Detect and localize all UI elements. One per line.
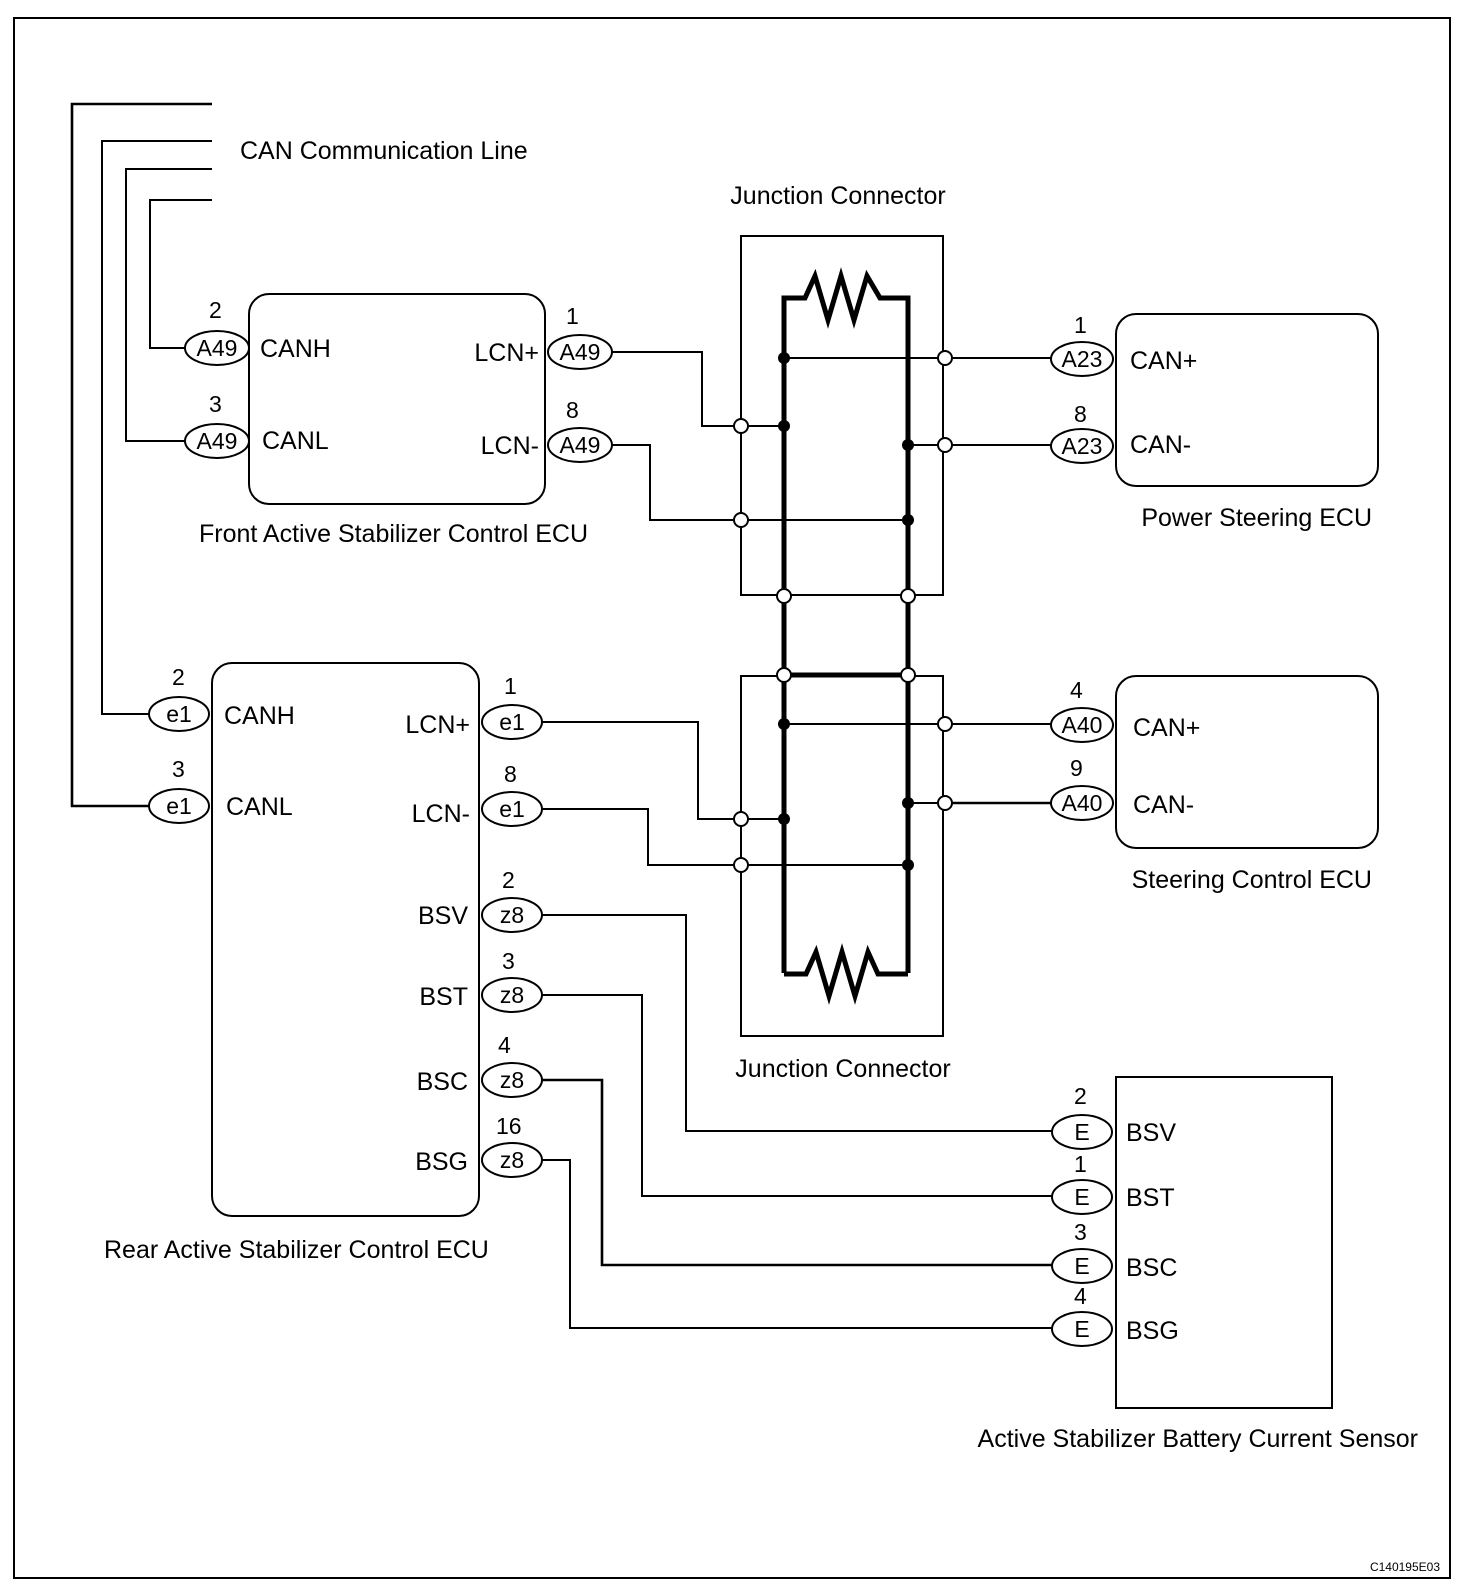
rear-bst-pin: 3: [502, 948, 515, 974]
sc-can-minus-pin: 9: [1070, 755, 1083, 781]
sensor-bsg-pin: 4: [1074, 1283, 1087, 1309]
sc-can-plus-pin: 4: [1070, 677, 1083, 703]
ps-can-minus-pin: 8: [1074, 401, 1087, 427]
rear-ecu-name: Rear Active Stabilizer Control ECU: [104, 1236, 489, 1264]
sc-can-minus-connector: A40: [1062, 790, 1103, 816]
sc-can-plus-label: CAN+: [1133, 714, 1200, 742]
figure-code: C140195E03: [1370, 1560, 1440, 1574]
sensor-bsc-connector: E: [1074, 1253, 1089, 1279]
sensor-bsv-label: BSV: [1126, 1119, 1176, 1147]
junction-connector-bottom: Junction Connector: [735, 675, 951, 1083]
power-steering-ecu: Power Steering ECU 1 A23 CAN+ 8 A23 CAN-: [945, 312, 1379, 532]
sensor-bsv-pin: 2: [1074, 1083, 1087, 1109]
rear-canl-connector: e1: [166, 793, 192, 819]
sc-can-plus-connector: A40: [1062, 712, 1103, 738]
sensor-bst-connector: E: [1074, 1184, 1089, 1210]
rear-canh-label: CANH: [224, 702, 295, 730]
rear-bsv-pin: 2: [502, 867, 515, 893]
front-canl-label: CANL: [262, 427, 329, 455]
junction-connector-top: Junction Connector: [730, 182, 946, 596]
rear-lcn-plus-pin: 1: [504, 673, 517, 699]
ps-can-minus-connector: A23: [1062, 433, 1103, 459]
front-lcn-plus-pin: 1: [566, 303, 579, 329]
ps-can-plus-pin: 1: [1074, 312, 1087, 338]
rear-bst-label: BST: [419, 983, 468, 1011]
sensor-bsc-pin: 3: [1074, 1219, 1087, 1245]
rear-lcn-minus-pin: 8: [504, 761, 517, 787]
rear-ecu-bus-wires: [542, 721, 945, 866]
rear-lcn-plus-connector: e1: [499, 709, 525, 735]
front-lcn-plus-connector: A49: [560, 339, 601, 365]
ps-can-plus-label: CAN+: [1130, 347, 1197, 375]
can-communication-line: CAN Communication Line: [70, 102, 528, 808]
rear-canl-pin: 3: [172, 756, 185, 782]
front-lcn-plus-label: LCN+: [474, 339, 539, 367]
steering-control-ecu: Steering Control ECU 4 A40 CAN+ 9 A40 CA…: [945, 675, 1379, 894]
rear-bsc-pin: 4: [498, 1032, 511, 1058]
front-canl-connector: A49: [197, 428, 238, 454]
front-lcn-minus-connector: A49: [560, 432, 601, 458]
sensor-bst-label: BST: [1126, 1184, 1175, 1212]
rear-bsc-label: BSC: [417, 1068, 468, 1096]
front-canh-connector: A49: [197, 335, 238, 361]
rear-bsv-label: BSV: [418, 902, 468, 930]
rear-lcn-minus-label: LCN-: [412, 800, 470, 828]
rear-bsg-label: BSG: [415, 1148, 468, 1176]
ps-can-plus-connector: A23: [1062, 346, 1103, 372]
sensor-bst-pin: 1: [1074, 1151, 1087, 1177]
rear-canh-pin: 2: [172, 664, 185, 690]
junction-nodes: [733, 350, 953, 873]
front-ecu: Front Active Stabilizer Control ECU 2 A4…: [184, 293, 613, 548]
rear-canl-label: CANL: [226, 793, 293, 821]
sensor-bsg-connector: E: [1074, 1316, 1089, 1342]
rear-lcn-plus-label: LCN+: [405, 711, 470, 739]
rear-lcn-minus-connector: e1: [499, 796, 525, 822]
can-bus-bars: [781, 267, 911, 1005]
power-steering-ecu-name: Power Steering ECU: [1141, 504, 1372, 532]
rear-bsv-connector: z8: [500, 902, 524, 928]
current-sensor-name: Active Stabilizer Battery Current Sensor: [978, 1425, 1418, 1453]
front-canh-pin: 2: [209, 297, 222, 323]
front-canh-label: CANH: [260, 335, 331, 363]
ps-can-minus-label: CAN-: [1130, 431, 1191, 459]
rear-bst-connector: z8: [500, 982, 524, 1008]
sensor-bsv-connector: E: [1074, 1119, 1089, 1145]
rear-ecu: Rear Active Stabilizer Control ECU 2 e1 …: [104, 662, 543, 1264]
junction-top-label: Junction Connector: [730, 182, 945, 210]
rear-canh-connector: e1: [166, 701, 192, 727]
front-canl-pin: 3: [209, 391, 222, 417]
sc-can-minus-label: CAN-: [1133, 791, 1194, 819]
can-line-label: CAN Communication Line: [240, 137, 528, 165]
diagram-frame: [13, 17, 1451, 1579]
front-ecu-name: Front Active Stabilizer Control ECU: [199, 520, 588, 548]
current-sensor-wires: [542, 914, 1052, 1329]
junction-bottom-label: Junction Connector: [735, 1055, 950, 1083]
front-lcn-minus-pin: 8: [566, 397, 579, 423]
sensor-bsg-label: BSG: [1126, 1317, 1179, 1345]
battery-current-sensor: Active Stabilizer Battery Current Sensor…: [978, 1076, 1418, 1453]
sensor-bsc-label: BSC: [1126, 1254, 1177, 1282]
steering-control-ecu-name: Steering Control ECU: [1132, 866, 1372, 894]
front-ecu-bus-wires: [612, 351, 945, 521]
front-lcn-minus-label: LCN-: [481, 432, 539, 460]
rear-bsg-connector: z8: [500, 1147, 524, 1173]
rear-bsc-connector: z8: [500, 1067, 524, 1093]
rear-bsg-pin: 16: [496, 1113, 522, 1139]
